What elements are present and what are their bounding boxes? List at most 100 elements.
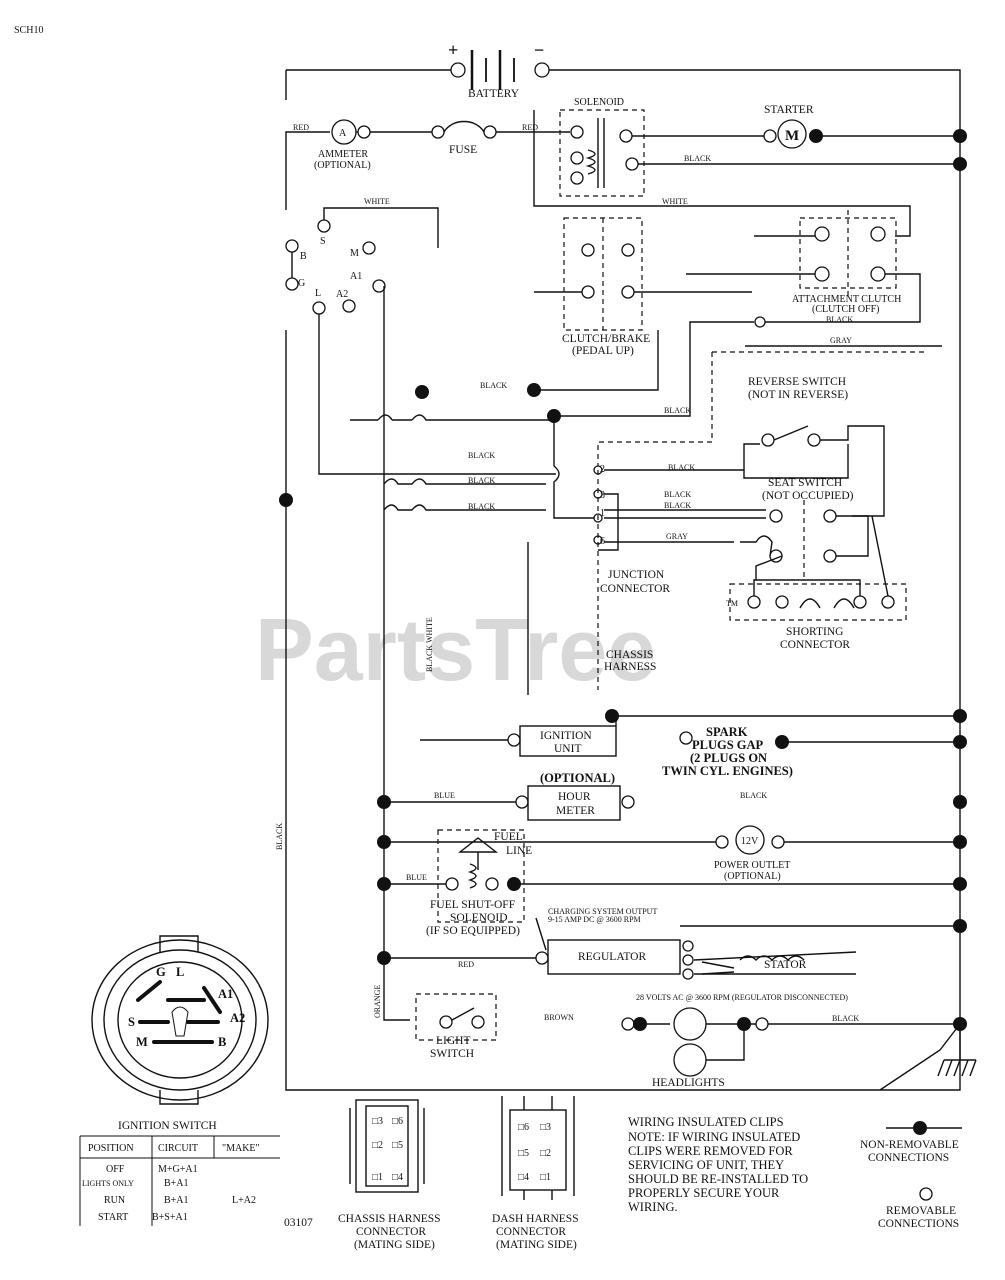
reverse-switch-sub: (NOT IN REVERSE) — [748, 389, 848, 401]
shorting-connector: SHORTING CONNECTOR — [729, 515, 907, 651]
seat-switch: SEAT SWITCH (NOT OCCUPIED) — [740, 444, 869, 580]
solenoid: SOLENOID BLACK WHITE — [533, 97, 960, 237]
hour-meter: BLUE (OPTIONAL) HOUR METER BLACK — [377, 771, 967, 821]
fuel-sol-line1: FUEL SHUT-OFF — [430, 899, 515, 911]
wire-black-5: BLACK — [468, 502, 495, 511]
hour-meter-line2: METER — [556, 805, 595, 817]
outlet-symbol: 12V — [741, 836, 759, 847]
legend-non-removable-dot — [913, 1121, 927, 1135]
hour-meter-optional: (OPTIONAL) — [540, 771, 615, 785]
face-a1: A1 — [218, 987, 233, 1001]
dash-conn-line3: (MATING SIDE) — [496, 1239, 577, 1251]
power-outlet: 12V POWER OUTLET (OPTIONAL) — [377, 825, 967, 882]
svg-text:□4: □4 — [518, 1172, 529, 1183]
stator-volts: 28 VOLTS AC @ 3600 RPM (REGULATOR DISCON… — [636, 993, 848, 1002]
legend-rem-1: REMOVABLE — [886, 1205, 956, 1217]
wire-black-sol: BLACK — [684, 154, 711, 163]
ign-b: B — [300, 251, 307, 262]
battery-plus: + — [448, 40, 458, 60]
attachment-clutch-switch: ATTACHMENT CLUTCH (CLUTCH OFF) BLACK — [686, 210, 921, 328]
svg-text:□6: □6 — [392, 1116, 403, 1127]
legend-nonrem-2: CONNECTIONS — [868, 1152, 949, 1164]
wire-black-hm: BLACK — [740, 791, 767, 800]
ammeter-symbol: A — [339, 128, 347, 139]
wire-red-1: RED — [293, 123, 309, 132]
starter-label: STARTER — [764, 104, 814, 116]
wire-gray-1: GRAY — [830, 336, 852, 345]
legend-removable-dot — [919, 1187, 933, 1201]
ignition-terminals: WHITE B S M A1 G L A2 — [285, 197, 556, 1021]
spark-line3: (2 PLUGS ON — [690, 751, 767, 765]
seat-switch-label: SEAT SWITCH — [768, 477, 842, 489]
wire-white-sol: WHITE — [662, 197, 688, 206]
note-line-5: PROPERLY SECURE YOUR — [628, 1186, 780, 1200]
ammeter-label: AMMETER — [318, 149, 368, 160]
wire-black-3: BLACK — [468, 451, 495, 460]
solenoid-label: SOLENOID — [574, 97, 624, 108]
face-s: S — [128, 1015, 135, 1029]
note-line-0: WIRING INSULATED CLIPS — [628, 1115, 784, 1129]
svg-text:□1: □1 — [540, 1172, 551, 1183]
ignition-unit: IGNITION UNIT SPARK PLUGS GAP (2 PLUGS O… — [420, 709, 967, 778]
wire-black-8: BLACK — [664, 501, 691, 510]
junction-line1: JUNCTION — [608, 569, 665, 581]
ammeter-fuse-circuit: RED A AMMETER (OPTIONAL) FUSE RED — [285, 119, 570, 210]
hour-meter-line1: HOUR — [558, 791, 591, 803]
face-m: M — [136, 1035, 148, 1049]
ign-l: L — [315, 288, 321, 299]
regulator-label: REGULATOR — [578, 951, 646, 963]
junction-pin-3: 3 — [600, 490, 605, 501]
ign-a1: A1 — [350, 271, 362, 282]
fuel-line-1: FUEL — [494, 831, 523, 843]
svg-text:□5: □5 — [518, 1148, 529, 1159]
svg-text:□1: □1 — [372, 1172, 383, 1183]
ammeter-optional: (OPTIONAL) — [314, 160, 371, 171]
ign-s: S — [320, 236, 326, 247]
attachment-clutch-label: ATTACHMENT CLUTCH — [792, 294, 901, 305]
drawing-number: 03107 — [284, 1217, 313, 1229]
row1-pos: LIGHTS ONLY — [82, 1179, 134, 1188]
wire-gray-2: GRAY — [666, 532, 688, 541]
note-line-6: WIRING. — [628, 1200, 678, 1214]
charging-line1: CHARGING SYSTEM OUTPUT — [548, 907, 657, 916]
svg-text:□3: □3 — [372, 1116, 383, 1127]
watermark-tm: TM — [726, 599, 738, 608]
dash-conn-line2: CONNECTOR — [496, 1226, 566, 1238]
junction-line2: CONNECTOR — [600, 583, 670, 595]
stator-label: STATOR — [764, 959, 807, 971]
outlet-line2: (OPTIONAL) — [724, 871, 781, 882]
row0-circ: M+G+A1 — [158, 1164, 198, 1175]
chassis-harness-line1: CHASSIS — [606, 649, 653, 661]
note-line-4: SHOULD BE RE-INSTALLED TO — [628, 1172, 808, 1186]
wire-black-hl: BLACK — [832, 1014, 859, 1023]
fuse-label: FUSE — [449, 144, 477, 156]
ign-a2: A2 — [336, 289, 348, 300]
chassis-conn-line3: (MATING SIDE) — [354, 1239, 435, 1251]
fuel-shutoff-solenoid: FUEL LINE BLUE FUEL SHUT-OFF SOLENOID (I… — [377, 829, 967, 937]
fuel-sol-line3: (IF SO EQUIPPED) — [426, 925, 520, 937]
row2-pos: RUN — [104, 1195, 125, 1206]
junction-pin-6: 6 — [600, 536, 605, 547]
light-switch-line1: LIGHT — [436, 1035, 471, 1047]
clutch-brake-switch: CLUTCH/BRAKE (PEDAL UP) — [534, 217, 752, 357]
charging-line2: 9-15 AMP DC @ 3600 RPM — [548, 915, 641, 924]
chassis-harness-connector: □3 □6 □2 □5 □1 □4 CHASSIS HARNESS CONNEC… — [338, 1099, 441, 1251]
reverse-switch-label: REVERSE SWITCH — [748, 376, 846, 388]
ignition-unit-line2: UNIT — [554, 743, 581, 755]
junction-pin-2: 2 — [600, 464, 605, 475]
wire-black-vertical: BLACK — [275, 823, 284, 850]
watermark: PartsTree — [255, 600, 656, 699]
svg-text:□6: □6 — [518, 1122, 529, 1133]
wire-black-white: BLACK WHITE — [425, 617, 434, 672]
regulator-stator: CHARGING SYSTEM OUTPUT 9-15 AMP DC @ 360… — [377, 907, 967, 1002]
wire-black-ac: BLACK — [826, 315, 853, 324]
ground-bus — [279, 69, 961, 1091]
hdr-position: POSITION — [88, 1143, 134, 1154]
wire-black-1: BLACK — [480, 381, 507, 390]
dash-conn-line1: DASH HARNESS — [492, 1213, 579, 1225]
legend: NON-REMOVABLE CONNECTIONS REMOVABLE CONN… — [860, 1121, 962, 1230]
fuel-line-2: LINE — [506, 845, 532, 857]
mid-wiring: BLACK BLACK GRAY BLACK BLACK BLACK — [350, 321, 942, 519]
row1-circ: B+A1 — [164, 1178, 189, 1189]
